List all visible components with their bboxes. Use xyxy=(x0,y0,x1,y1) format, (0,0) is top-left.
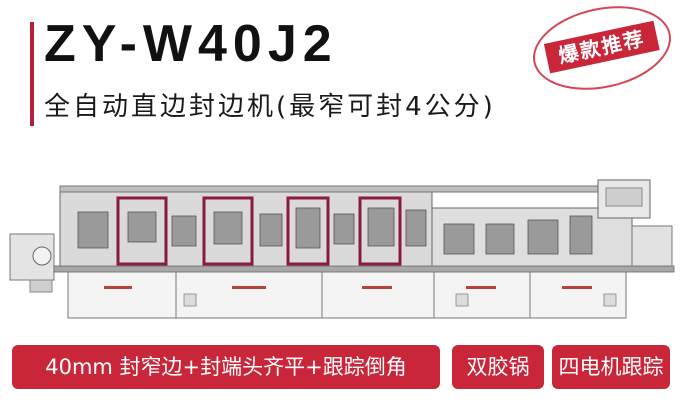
feature-badge-narrow-edge: 40mm 封窄边+封端头齐平+跟踪倒角 xyxy=(12,345,440,389)
end-trim-2 xyxy=(213,211,243,245)
gluing-station-frames xyxy=(116,196,402,266)
handle-5 xyxy=(562,286,592,289)
handle-1 xyxy=(104,286,132,289)
model-title: ZY-W40J2 xyxy=(44,15,338,73)
conveyor-track xyxy=(53,265,675,273)
grooving-unit xyxy=(569,215,593,255)
frame-2 xyxy=(202,196,254,266)
end-trim-1 xyxy=(171,215,197,247)
cabinet-2 xyxy=(175,271,323,319)
handle-3 xyxy=(362,286,392,289)
glue-scraper xyxy=(443,223,475,255)
frame-3 xyxy=(286,196,330,266)
buffing-unit-2 xyxy=(527,219,559,255)
outfeed-unit xyxy=(631,225,673,271)
top-rail xyxy=(59,185,633,193)
feature-badge-double-glue-pot: 双胶锅 xyxy=(452,345,544,389)
panel-1 xyxy=(183,293,197,307)
access-panels xyxy=(183,293,617,307)
handle-4 xyxy=(466,286,496,289)
buffing-unit-1 xyxy=(485,223,515,255)
glue-pot-1 xyxy=(77,211,109,249)
scraper-unit xyxy=(405,209,427,247)
fine-trim xyxy=(295,207,321,249)
corner-round xyxy=(333,213,355,245)
feature-badge-four-motor-tracking: 四电机跟踪 xyxy=(552,345,670,389)
panel-3 xyxy=(603,293,617,307)
panel-2 xyxy=(455,293,469,307)
edge-banding-machine-illustration xyxy=(9,179,675,319)
control-panel xyxy=(605,187,643,207)
infeed-roller xyxy=(32,246,52,266)
infeed-base xyxy=(29,279,53,293)
frame-4 xyxy=(358,196,402,266)
frame-1 xyxy=(116,196,168,266)
cabinet-4 xyxy=(433,271,531,319)
tracking-unit xyxy=(367,207,395,247)
cabinet-1 xyxy=(67,271,177,319)
cabinet-3 xyxy=(321,271,435,319)
hot-sale-stamp: 爆款推荐 xyxy=(525,0,679,102)
handle-2 xyxy=(232,286,266,289)
product-subtitle: 全自动直边封边机(最窄可封4公分) xyxy=(44,92,496,122)
cabinet-handles xyxy=(104,286,592,289)
rough-trim xyxy=(259,213,283,247)
mechanism-details xyxy=(77,207,593,255)
pressure-rollers xyxy=(127,211,157,243)
base-cabinets xyxy=(67,271,627,319)
accent-bar xyxy=(30,22,34,126)
